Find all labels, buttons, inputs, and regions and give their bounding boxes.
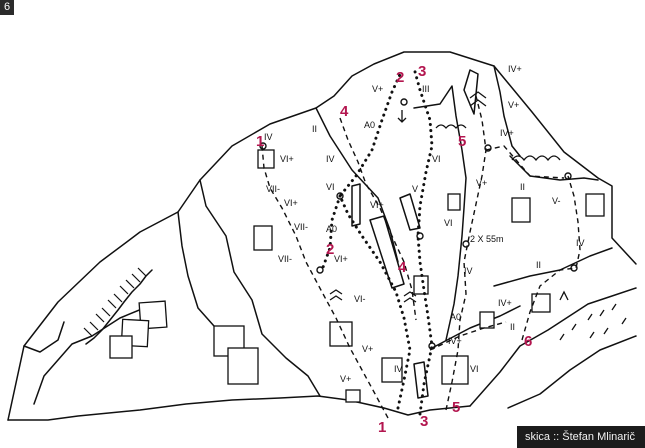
grade-label: IV (394, 364, 403, 374)
anchor-icon (570, 264, 578, 272)
route-number: 2 (396, 69, 404, 86)
grade-label: VI- (354, 294, 366, 304)
route-numbers: 1 2 3 4 5 2 4 6 1 3 5 (256, 63, 532, 436)
anchor-icon (336, 192, 344, 200)
route-number: 4 (398, 259, 407, 276)
grade-label: II (536, 260, 541, 270)
route-number: 1 (378, 419, 386, 436)
grade-label: VI (326, 182, 335, 192)
grade-label: VII- (278, 254, 292, 264)
grade-label: VII- (266, 184, 280, 194)
grade-label: V+ (340, 374, 351, 384)
grade-label: VII- (294, 222, 308, 232)
grade-label: IV+ (448, 336, 462, 346)
grade-label: V+ (362, 344, 373, 354)
anchor-icon (484, 144, 492, 152)
route-number: 2 (326, 241, 334, 258)
rock-blocks (109, 149, 605, 403)
sketch-credit: skica :: Štefan Mlinarič (516, 426, 645, 448)
route-number: 1 (256, 133, 264, 150)
anchor-icon (462, 240, 470, 248)
grade-label: IV (576, 238, 585, 248)
grade-label: VI (470, 364, 479, 374)
grade-label: III (422, 84, 430, 94)
grade-label: VI+ (370, 200, 384, 210)
grass-ridge (85, 269, 153, 345)
arrow-icon (469, 91, 487, 107)
grade-label: VI+ (284, 198, 298, 208)
grade-label: V- (552, 196, 561, 206)
route-number: 5 (458, 133, 466, 150)
slabs (351, 69, 479, 399)
anchor-icon (416, 232, 424, 240)
grade-label: II (312, 124, 317, 134)
grade-label: II (520, 182, 525, 192)
slope-hatch (83, 267, 147, 337)
anchor-icon (564, 172, 572, 180)
anchor-icon (400, 98, 408, 106)
tree-icon (511, 155, 561, 162)
belay-anchors (259, 98, 578, 350)
route-number: 3 (420, 413, 428, 430)
tree-icon (329, 289, 343, 301)
arrow-icon (397, 110, 407, 123)
route-6-line (521, 175, 581, 341)
anchor-icon (428, 342, 436, 350)
grade-label: IV (464, 266, 473, 276)
routes (261, 66, 581, 419)
grade-label: V+ (508, 100, 519, 110)
grade-label: VI+ (280, 154, 294, 164)
grade-label: V+ (372, 84, 383, 94)
grade-label: IV+ (508, 64, 522, 74)
grade-label: 2 X 55m (470, 234, 504, 244)
grade-label: VI (444, 218, 453, 228)
grade-label: IV (264, 132, 273, 142)
grade-label: II (510, 322, 515, 332)
route-number: 4 (340, 103, 349, 120)
page-number-badge: 6 (0, 0, 14, 15)
grade-label: A0 (326, 224, 337, 234)
route-number: 3 (418, 63, 426, 80)
anchor-icon (259, 142, 267, 150)
tree-icon (435, 124, 467, 130)
grade-label: IV+ (498, 298, 512, 308)
grade-label: IV+ (500, 128, 514, 138)
vegetation (329, 91, 627, 341)
route-number: 5 (452, 399, 460, 416)
anchor-icon (316, 266, 324, 274)
grade-label: A0 (364, 120, 375, 130)
grade-label: VI+ (334, 254, 348, 264)
grade-label: IV (326, 154, 335, 164)
crag-outline (7, 51, 637, 421)
route-number: 6 (524, 333, 532, 350)
route-1-line (261, 145, 389, 419)
grade-label: V+ (476, 178, 487, 188)
grade-labels: IV+ V+ III A0 II IV VI+ IV V+ VII- VI VI… (264, 64, 585, 384)
grade-label: A0 (450, 312, 461, 322)
grade-label: VI (432, 154, 441, 164)
tree-icon (403, 291, 417, 303)
route-4-line (339, 117, 417, 321)
grade-label: V (412, 184, 418, 194)
